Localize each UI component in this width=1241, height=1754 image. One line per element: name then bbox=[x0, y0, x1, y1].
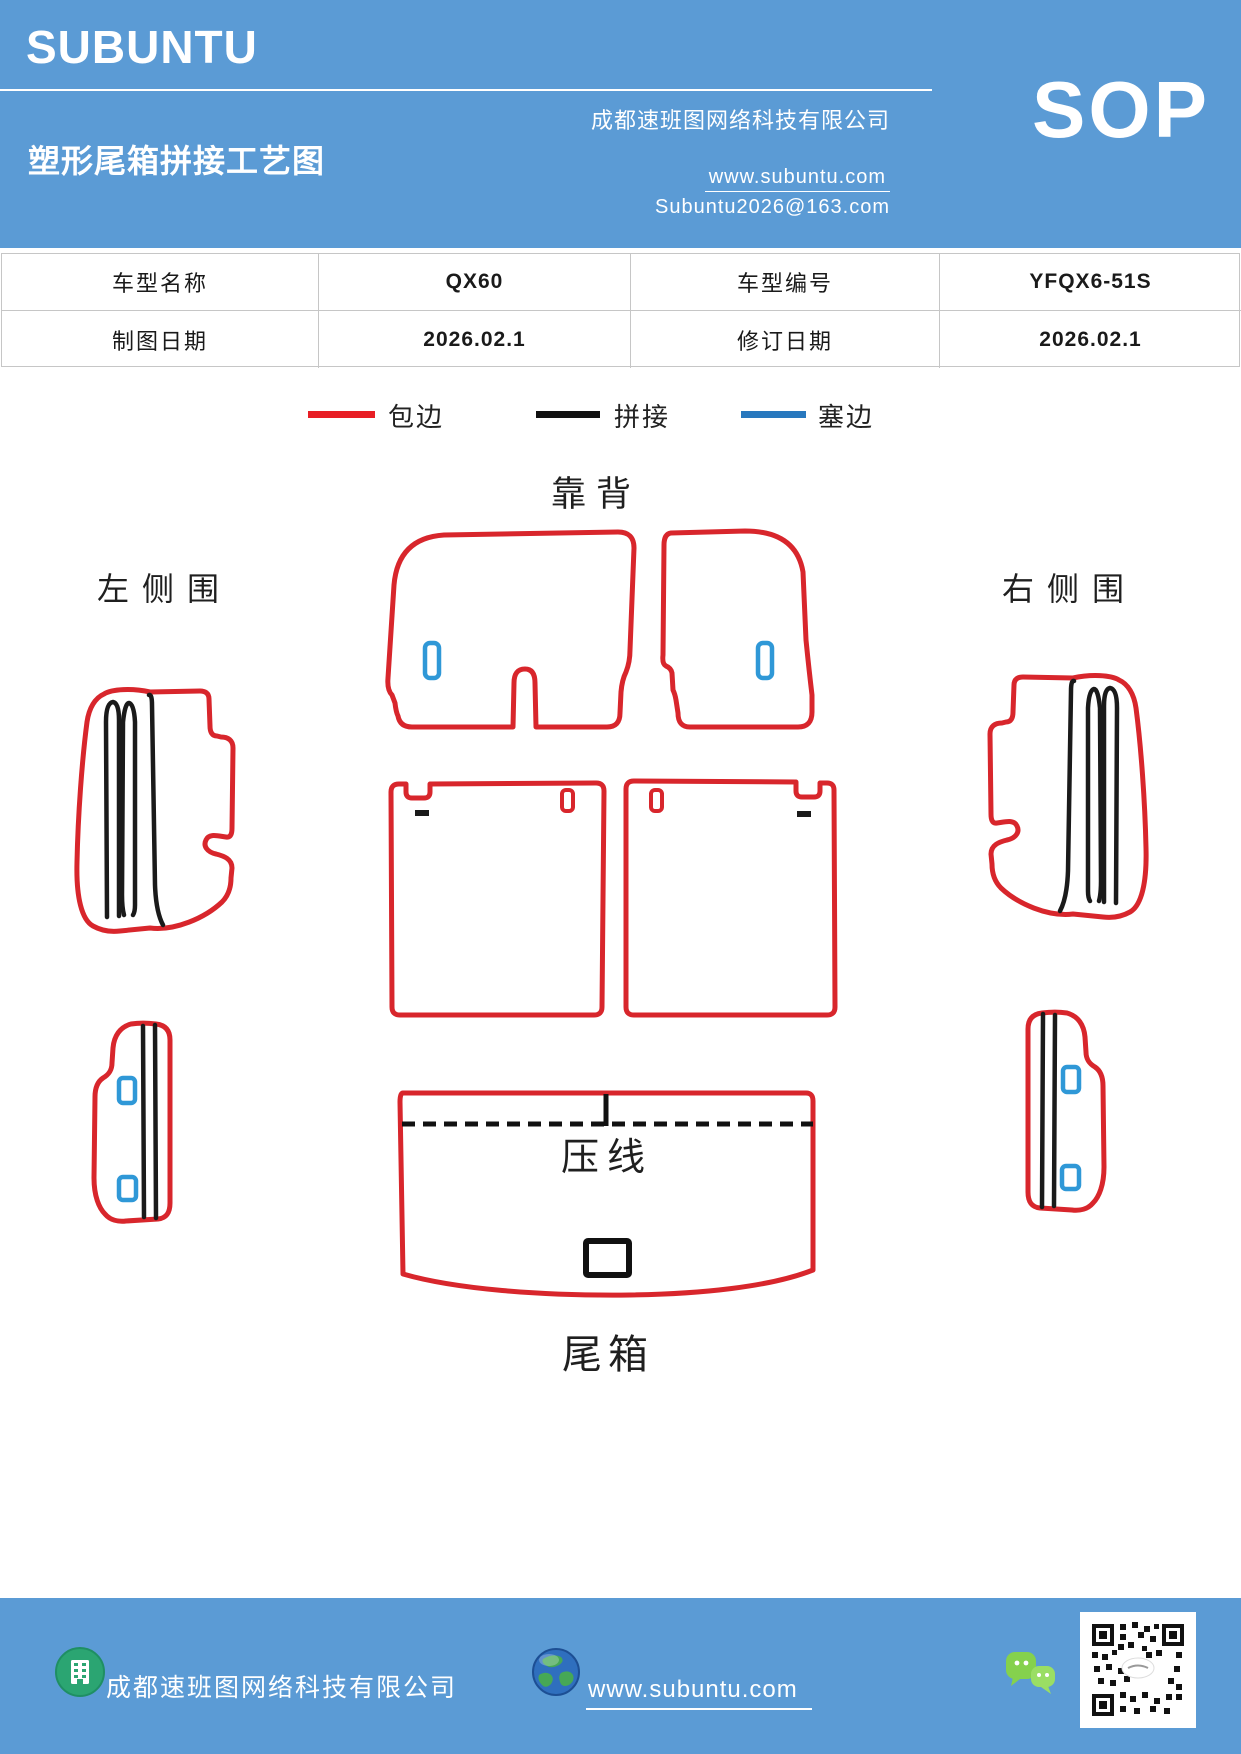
trunk-label: 尾箱 bbox=[562, 1333, 654, 1377]
wechat-icon bbox=[1006, 1652, 1055, 1694]
backrest-label: 靠背 bbox=[551, 475, 642, 514]
qr-code-pattern bbox=[1090, 1622, 1186, 1718]
model-name-value: QX60 bbox=[319, 254, 631, 311]
left-side-panel-piece bbox=[74, 687, 236, 934]
draw-date-value: 2026.02.1 bbox=[319, 311, 631, 368]
legend-splice-label: 拼接 bbox=[614, 402, 671, 432]
company-building-icon bbox=[55, 1647, 105, 1697]
model-name-label: 车型名称 bbox=[2, 254, 319, 311]
revise-date-value: 2026.02.1 bbox=[1039, 327, 1142, 351]
company-logo: SUBUNTU bbox=[26, 21, 258, 73]
globe-icon bbox=[532, 1648, 580, 1696]
model-code-value: YFQX6-51S bbox=[940, 254, 1241, 311]
footer-company-name: 成都速班图网络科技有限公司 bbox=[106, 1674, 458, 1702]
right-side-panel-label: 右侧围 bbox=[1002, 571, 1138, 607]
page-title: 塑形尾箱拼接工艺图 bbox=[28, 143, 326, 179]
model-code-label: 车型编号 bbox=[631, 254, 940, 311]
legend-binding-label: 包边 bbox=[388, 402, 445, 432]
qr-code bbox=[1080, 1612, 1196, 1728]
press-line-label: 压线 bbox=[561, 1137, 654, 1179]
trunk-piece bbox=[397, 1090, 816, 1298]
legend-edge-insert-line-swatch bbox=[741, 411, 806, 418]
legend-splice-line-swatch bbox=[536, 411, 600, 418]
legend-edge-insert-label: 塞边 bbox=[818, 402, 875, 432]
middle-mat-right-piece bbox=[623, 778, 838, 1018]
middle-mat-left-piece bbox=[388, 780, 607, 1018]
revise-date-label: 修订日期 bbox=[631, 311, 940, 368]
draw-date-label: 制图日期 bbox=[2, 311, 319, 368]
header: SUBUNTU 塑形尾箱拼接工艺图 成都速班图网络科技有限公司 SOP www.… bbox=[0, 0, 1241, 248]
backrest-right-piece bbox=[660, 528, 815, 730]
backrest-left-piece bbox=[385, 529, 637, 730]
vehicle-info-table: 车型名称 QX60 车型编号 YFQX6-51S 制图日期 2026.02.1 … bbox=[1, 253, 1241, 368]
right-lower-piece bbox=[1028, 1012, 1104, 1210]
sop-badge: SOP bbox=[1032, 65, 1210, 154]
right-side-panel-piece bbox=[990, 676, 1146, 918]
header-email: Subuntu2026@163.com bbox=[654, 196, 890, 218]
header-company-name: 成都速班图网络科技有限公司 bbox=[590, 108, 890, 133]
left-side-panel-label: 左侧围 bbox=[97, 571, 233, 607]
left-lower-piece bbox=[91, 1020, 173, 1224]
header-divider bbox=[0, 89, 932, 91]
header-website-link[interactable]: www.subuntu.com bbox=[704, 166, 890, 192]
footer-website-link[interactable]: www.subuntu.com bbox=[586, 1676, 812, 1710]
trunk-handle-cutout bbox=[583, 1238, 632, 1278]
legend-binding-line-swatch bbox=[308, 411, 375, 418]
